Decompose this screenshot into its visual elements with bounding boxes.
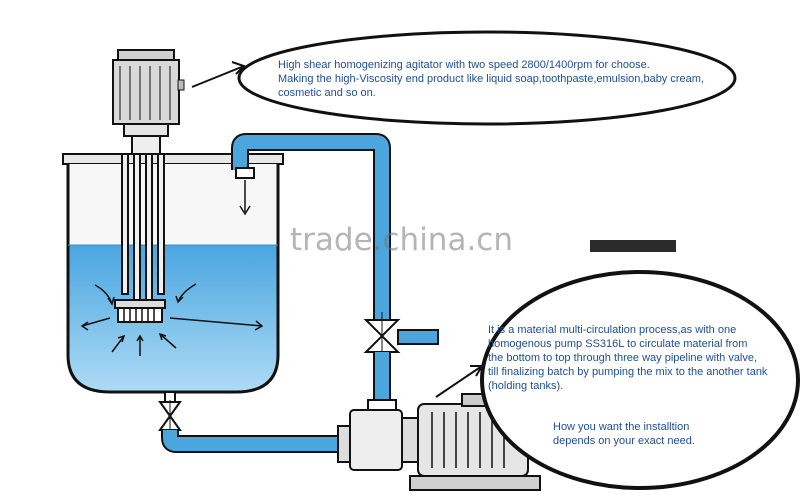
circulation-line-3: the bottom to top through three way pipe… — [488, 352, 758, 364]
watermark: trade.china.cn — [290, 222, 513, 258]
circulation-line-2: homogenous pump SS316L to circulate mate… — [488, 338, 748, 350]
bottom-outlet-valve — [158, 400, 182, 432]
circulation-line-4: till finalizing batch by pumping the mix… — [488, 366, 768, 378]
agitator-line-3: cosmetic and so on. — [278, 87, 376, 99]
agitator-line-1: High shear homogenizing agitator with tw… — [278, 59, 650, 71]
agitator-motor — [112, 49, 185, 155]
homogenizer-shaft — [114, 153, 166, 323]
circulation-line-5: (holding tanks). — [488, 380, 564, 392]
circulation-description: It is a material multi-circulation proce… — [488, 323, 798, 393]
three-way-valve — [363, 312, 439, 360]
return-pipeline — [231, 133, 391, 320]
callout-top — [191, 30, 737, 126]
installation-line-2: depends on your exact need. — [553, 435, 695, 447]
homogenous-pump — [337, 393, 541, 491]
flow-arrows — [80, 283, 264, 356]
watermark-bar — [590, 240, 676, 252]
suction-pipeline — [161, 430, 338, 453]
mixing-tank — [66, 164, 280, 403]
agitator-line-2: Making the high-Viscosity end product li… — [278, 73, 704, 85]
agitator-description: High shear homogenizing agitator with tw… — [278, 58, 738, 100]
installation-note: How you want the installtion depends on … — [553, 420, 753, 448]
circulation-line-1: It is a material multi-circulation proce… — [488, 324, 737, 336]
vertical-pipe-lower — [367, 352, 397, 411]
callout-bottom — [435, 270, 800, 490]
installation-line-1: How you want the installtion — [553, 421, 690, 433]
